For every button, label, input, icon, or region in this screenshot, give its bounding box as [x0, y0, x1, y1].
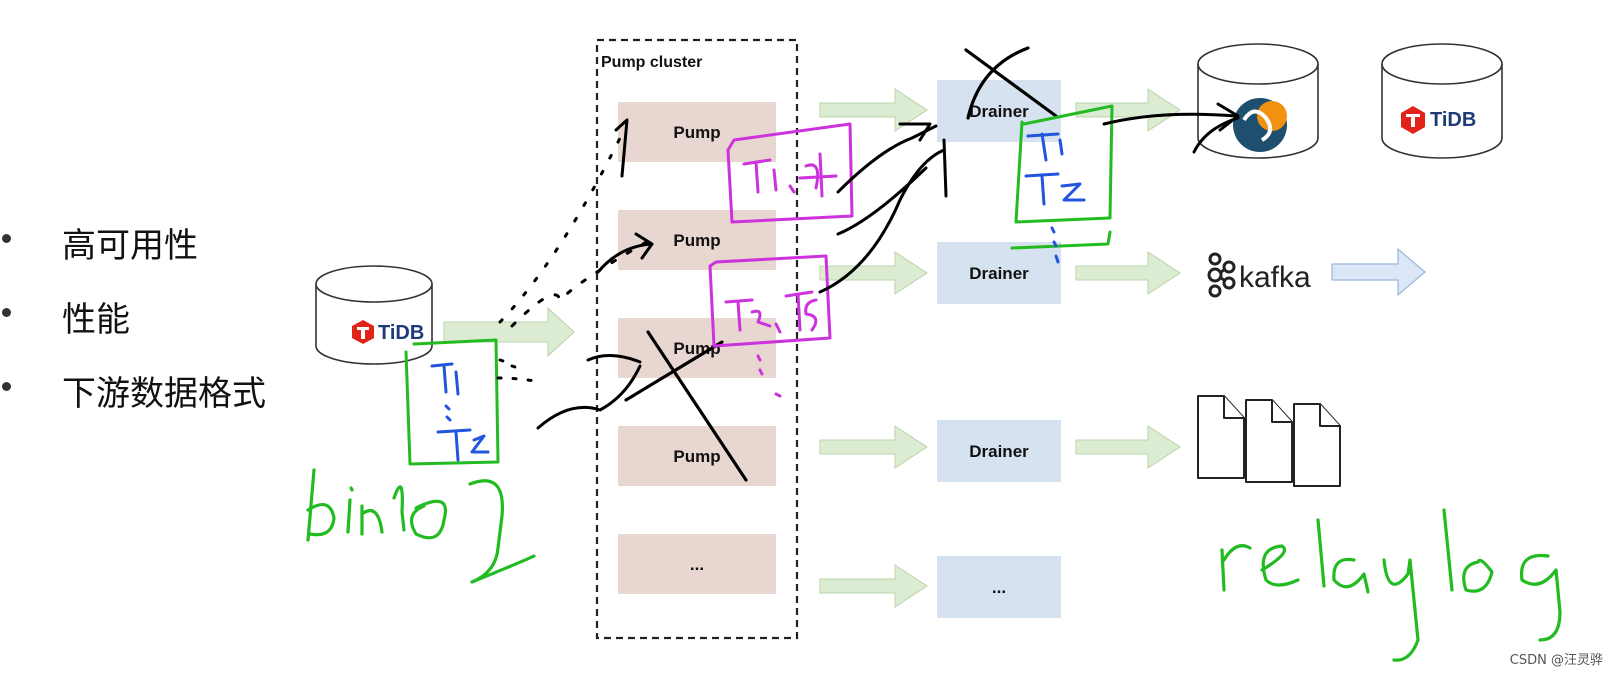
- kafka-logo-text: kafka: [1239, 261, 1311, 294]
- black-ink-stroke: [836, 166, 928, 236]
- magenta-ink-box: [726, 122, 854, 224]
- blue-ink-dots: [1050, 226, 1060, 264]
- black-ink-arrow: [836, 124, 938, 194]
- black-ink-stroke: [1192, 116, 1240, 154]
- file-stack-icon: [1197, 395, 1341, 487]
- binlog-handwriting-ink: [306, 468, 536, 584]
- dotted-ink-arrow: [496, 358, 542, 384]
- magenta-ink-box: [708, 254, 832, 348]
- pump-to-drainer-arrow: [819, 88, 928, 132]
- magenta-ink-dots: [756, 354, 782, 398]
- magenta-ink-t2-t5: [724, 290, 818, 334]
- drainer-label: Drainer: [969, 442, 1029, 461]
- pump-label: ...: [690, 555, 704, 574]
- handwritten-annotations: [306, 46, 1562, 662]
- relaylog-handwriting-ink: [1220, 508, 1562, 662]
- magenta-ink-t1-t4: [742, 152, 838, 198]
- kafka-logo: kafka: [1207, 252, 1311, 298]
- black-ink-stroke: [586, 354, 642, 364]
- relaylog-box-ink: [1014, 104, 1114, 224]
- bullet-text: 高可用性: [62, 226, 198, 266]
- tidb-logo-text: TiDB: [378, 322, 424, 344]
- pump-label: Pump: [673, 123, 720, 142]
- pump-node: Pump: [618, 426, 776, 486]
- bullet-dot: [2, 308, 11, 317]
- drainer-to-sink-arrow: [1075, 425, 1181, 469]
- green-ink-underline: [1010, 230, 1112, 250]
- black-ink-stroke: [536, 364, 642, 430]
- black-ink-arrowhead: [898, 122, 932, 142]
- blue-ink-t1-t2: [430, 362, 490, 462]
- black-ink-arrowhead: [614, 118, 629, 178]
- bullet-dot: [2, 234, 11, 243]
- pump-label: Pump: [673, 231, 720, 250]
- pump-node: ...: [618, 534, 776, 594]
- blue-ink-t1-t2: [1024, 132, 1086, 206]
- pump-node: Pump: [618, 318, 776, 378]
- source-tidb-database: TiDB: [315, 265, 433, 365]
- bullet-text: 性能: [62, 300, 130, 340]
- drainer-label: ...: [992, 578, 1006, 597]
- drainer-node: Drainer: [937, 242, 1061, 304]
- black-ink-arrow: [1102, 102, 1240, 132]
- pump-cluster-title: Pump cluster: [601, 54, 702, 71]
- target-tidb-database: TiDB: [1381, 43, 1503, 159]
- tidb-logo-icon: [352, 320, 374, 344]
- binlog-box-ink: [404, 338, 500, 466]
- dotted-ink-arrow: [510, 238, 652, 328]
- pump-label: Pump: [673, 339, 720, 358]
- mysql-logo-icon: [1233, 98, 1287, 152]
- drainer-label: Drainer: [969, 264, 1029, 283]
- tidb-logo-icon: [1401, 106, 1425, 134]
- drainer-node: Drainer: [937, 420, 1061, 482]
- tidb-logo-text: TiDB: [1430, 109, 1476, 131]
- mysql-database: [1197, 43, 1319, 159]
- source-to-pump-arrow: [443, 306, 575, 358]
- dotted-ink-arrow: [498, 128, 626, 324]
- csdn-watermark: CSDN @汪灵骅: [1509, 653, 1603, 668]
- bullet-dot: [2, 382, 11, 391]
- black-ink-arrow: [596, 232, 654, 274]
- drainer-label: Drainer: [969, 102, 1029, 121]
- drainer-to-sink-arrow: [1075, 251, 1181, 295]
- drainer-node: ...: [937, 556, 1061, 618]
- drainer-node: Drainer: [937, 80, 1061, 142]
- kafka-icon: [1207, 252, 1236, 298]
- pump-to-drainer-arrow: [819, 564, 928, 608]
- black-ink-arrow: [818, 138, 948, 294]
- drainer-to-sink-arrow: [1075, 88, 1181, 132]
- black-ink-cross: [624, 330, 748, 482]
- pump-node: Pump: [618, 102, 776, 162]
- pump-to-drainer-arrow: [819, 251, 928, 295]
- bullet-text: 下游数据格式: [62, 374, 266, 414]
- kafka-outbound-arrow: [1331, 247, 1426, 297]
- pump-to-drainer-arrow: [819, 425, 928, 469]
- black-ink-cross: [964, 46, 1058, 120]
- pump-label: Pump: [673, 447, 720, 466]
